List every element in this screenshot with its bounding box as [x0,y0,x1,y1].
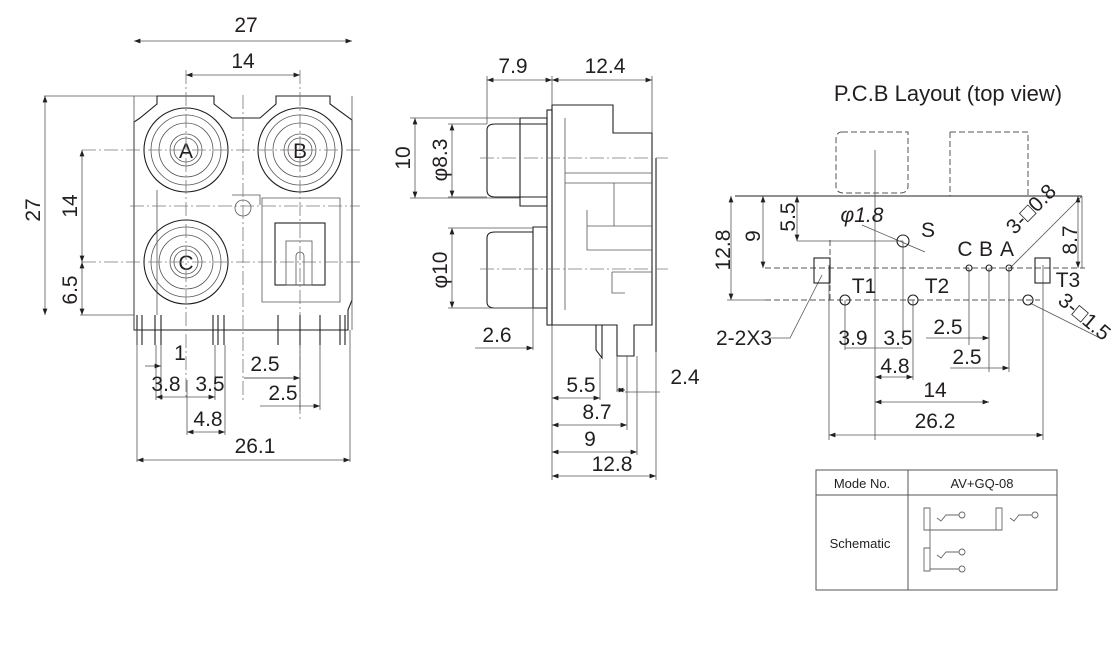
dim-pcb-8-7: 8.7 [1059,225,1082,254]
dim-front-depth: 7.9 [498,55,527,78]
model-label: Mode No. [834,476,890,491]
dim-pin-2-5b: 2.5 [268,382,297,405]
dim-dia-8-3: φ8.3 [429,139,452,182]
dim-2-6: 2.6 [482,324,511,347]
pin-label-a: A [1000,238,1014,261]
dim-pcb-3-9: 3.9 [838,327,867,350]
pin-label-s: S [921,219,935,242]
dim-height-left: 27 [22,198,45,221]
dim-width-top: 27 [234,14,257,37]
dim-pcb-12-8: 12.8 [712,230,735,271]
dim-8-7: 8.7 [582,401,611,424]
pin-label-b: B [979,238,993,261]
hole-t1 [839,294,851,306]
jack-label-a: A [179,140,193,163]
pin-label-t2: T2 [925,275,950,298]
dim-2-4: 2.4 [670,366,700,389]
schematic-symbol [923,507,1039,573]
dim-pcb-4-8: 4.8 [880,355,909,378]
dim-slot: 2-2X3 [716,327,772,350]
jack-label-b: B [293,140,307,163]
dim-pcb-2-5b: 2.5 [952,346,981,369]
dim-pin-4-8: 4.8 [193,408,222,431]
dim-pin-1: 1 [174,342,186,365]
dim-pcb-14: 14 [923,379,947,402]
model-value: AV+GQ-08 [951,476,1014,491]
schematic-label: Schematic [830,536,891,551]
dim-5-5: 5.5 [566,374,595,397]
dim-pcb-5-5: 5.5 [777,202,800,231]
slot-right [1034,257,1051,284]
pin-label-t1: T1 [852,275,877,298]
hole-c [965,264,973,272]
hole-s [896,234,910,248]
dim-bottom-offset: 6.5 [59,275,82,304]
dim-pin-2-5a: 2.5 [250,353,279,376]
dim-9: 9 [584,428,596,451]
dim-pcb-2-5a: 2.5 [933,316,962,339]
dim-width-bottom: 26.1 [235,435,276,458]
dim-hole-s: φ1.8 [841,204,884,227]
dim-jack-pitch-h: 14 [231,50,255,73]
dim-jack-pitch-v: 14 [59,194,82,218]
dim-square-0-8: 3-□0.8 [1002,180,1061,239]
hole-t3 [1022,294,1034,306]
spec-table: Mode No. AV+GQ-08 Schematic [815,469,1058,591]
dim-square-1-5: 3-□1.5 [1054,289,1115,346]
hole-t2 [907,294,919,306]
dim-pcb-3-5: 3.5 [883,327,912,350]
dim-pin-3-8: 3.8 [151,373,180,396]
pin-label-t3: T3 [1056,269,1081,292]
dim-12-8: 12.8 [592,453,633,476]
dim-body-depth: 12.4 [585,55,626,78]
front-view: A B C 27 14 27 14 6.5 1 3.8 3.5 4.8 2.5 … [22,14,360,463]
side-view: 7.9 12.4 10 φ8.3 φ10 2.6 5.5 8.7 9 12.8 … [392,55,700,480]
hole-a [1005,264,1013,272]
dim-pin-3-5: 3.5 [195,373,224,396]
dim-pcb-9: 9 [742,230,765,242]
pin-label-c: C [957,238,972,261]
pcb-layout-title: P.C.B Layout (top view) [834,81,1062,106]
dim-dia-10: φ10 [429,252,452,289]
dim-pcb-26-2: 26.2 [915,410,956,433]
hole-b [985,264,993,272]
pcb-layout: P.C.B Layout (top view) S T1 T2 T3 C B A… [712,81,1115,440]
slot-left [813,257,831,284]
dim-height-10: 10 [392,146,415,169]
